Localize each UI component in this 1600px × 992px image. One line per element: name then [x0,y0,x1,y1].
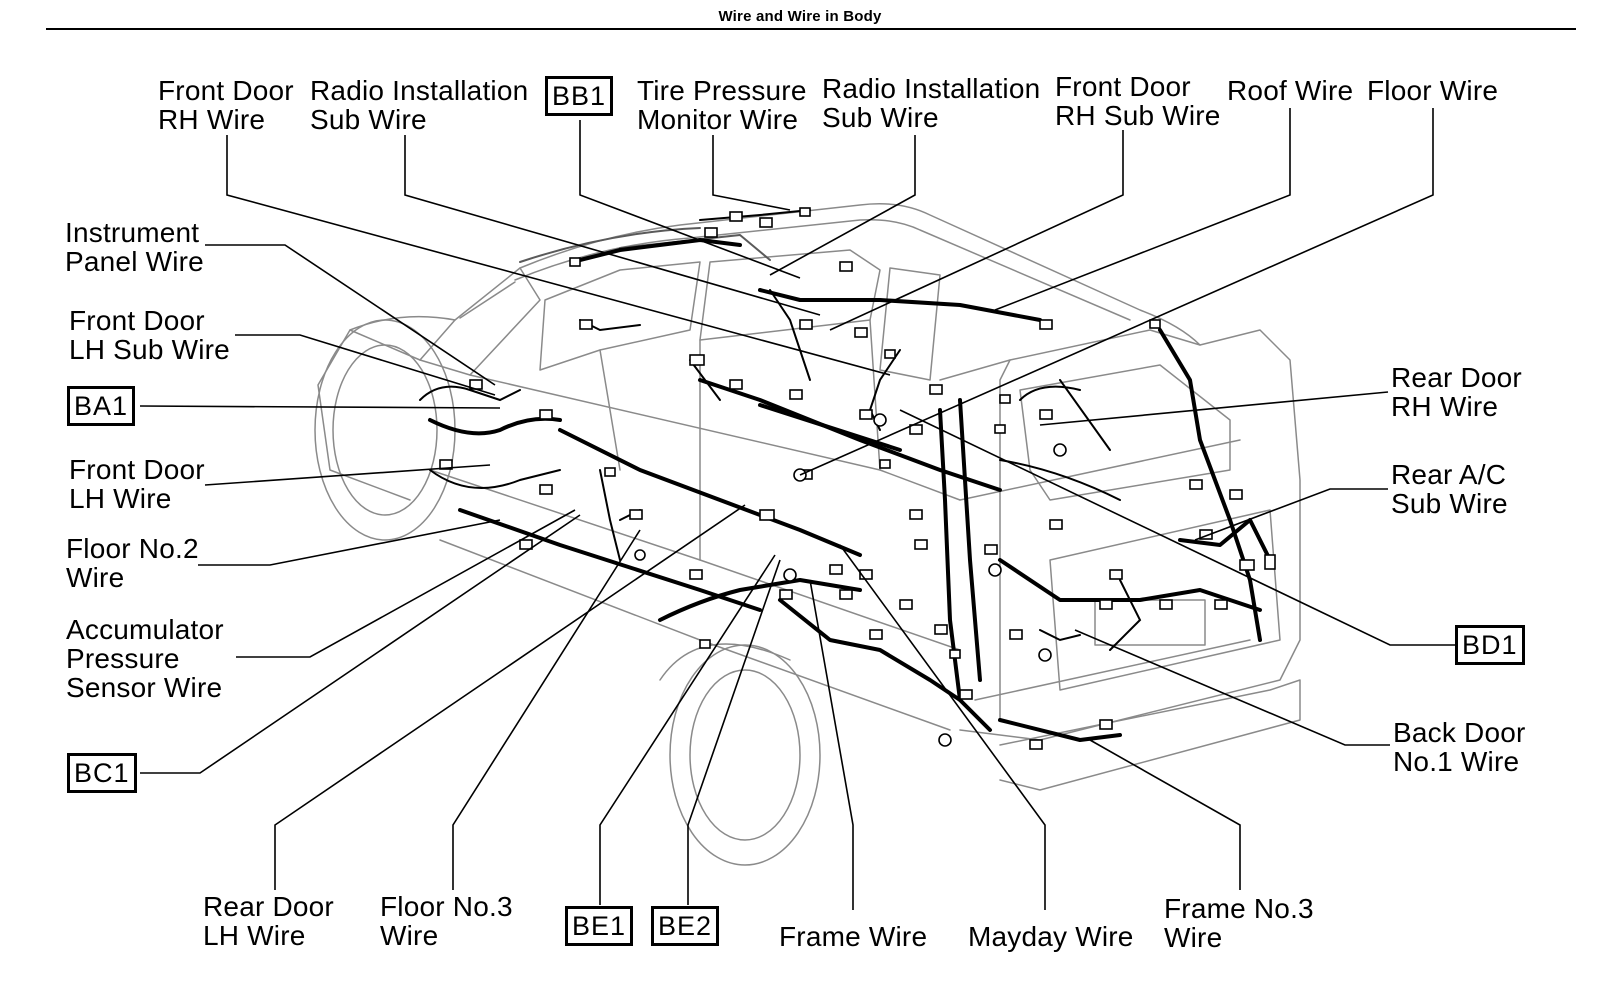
leader-floor-no3 [452,529,641,890]
callout-leader-lines [139,108,1455,910]
label-mayday-wire: Mayday Wire [968,921,1134,952]
leader-be1 [599,554,776,905]
leader-instrument-panel [205,244,496,386]
connector-code-ba1: BA1 [67,386,136,426]
leader-bd1 [899,409,1455,646]
header-divider [46,28,1576,30]
label-frame-wire: Frame Wire [779,921,928,952]
label-floor-wire: Floor Wire [1367,75,1499,106]
leader-rear-door-rh [1039,391,1389,426]
leader-floor-no2 [198,519,501,566]
page-title: Wire and Wire in Body [718,8,882,25]
connector-code-be2: BE2 [651,906,720,946]
leader-be2 [687,559,781,905]
wiring-harness [419,209,1272,742]
leader-roof [994,108,1291,311]
label-roof-wire: Roof Wire [1227,75,1354,106]
connector-code-bd1: BD1 [1455,625,1525,665]
leader-front-door-lh [204,464,491,486]
leader-radio-install-sub-2 [769,135,916,276]
connector-code-be1: BE1 [565,906,634,946]
leader-front-door-lh-sub [235,334,496,396]
leader-frame-no3 [1089,739,1241,890]
leader-rear-ac-sub [1194,488,1388,541]
leader-front-door-rh-sub [829,130,1124,331]
connector-code-bb1: BB1 [545,76,614,116]
leader-mayday [839,544,1046,910]
leader-tire-pressure [712,135,791,211]
leader-frame [809,579,854,910]
leader-ba1 [139,405,501,409]
harness-connectors [439,207,1276,750]
leader-floor [799,108,1434,476]
leader-accumulator [236,509,576,658]
leader-bb1 [579,120,801,279]
connector-code-bc1: BC1 [67,753,137,793]
leader-back-door-no1 [1074,629,1390,746]
leader-radio-install-sub-1 [404,135,821,316]
leader-bc1 [140,514,581,774]
leader-front-door-rh [226,135,891,376]
